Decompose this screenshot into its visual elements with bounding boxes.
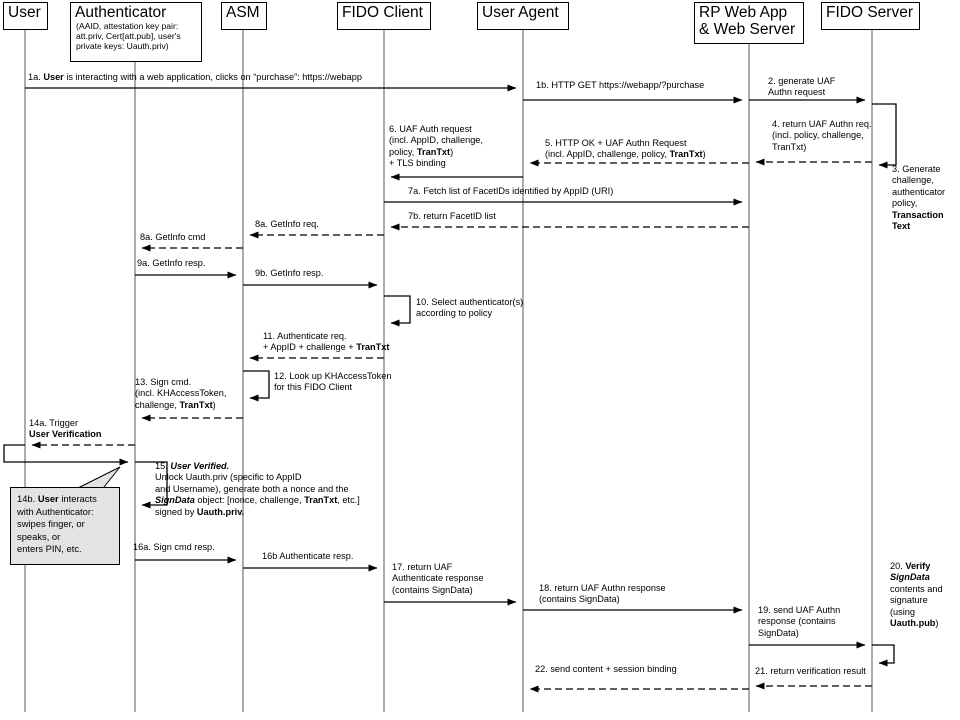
message-label-22: 22. send content + session binding — [535, 664, 677, 674]
message-label-7a: 7a. Fetch list of FacetIDs identified by… — [408, 186, 614, 196]
message-label-17: 17. return UAF Authenticate response (co… — [392, 562, 484, 595]
message-label-8a-req: 8a. GetInfo req. — [255, 219, 319, 229]
message-arrow-group — [3, 84, 897, 693]
message-label-15: 15. User Verified.Unlock Uauth.priv (spe… — [155, 461, 360, 517]
participant-name-auth: Authenticator — [75, 4, 167, 21]
participant-box-useragent[interactable]: User Agent — [477, 2, 569, 30]
message-label-19: 19. send UAF Authn response (contains Si… — [758, 605, 841, 638]
self-message-20 — [872, 644, 895, 667]
participant-box-rpweb[interactable]: RP Web App & Web Server — [694, 2, 804, 44]
message-label-9b: 9b. GetInfo resp. — [255, 268, 324, 278]
message-label-7b: 7b. return FacetID list — [408, 211, 496, 221]
participant-box-fidosrv[interactable]: FIDO Server — [821, 2, 920, 30]
participant-name-user: User — [8, 4, 41, 21]
message-label-16b: 16b Authenticate resp. — [262, 551, 354, 561]
message-label-1a: 1a. User is interacting with a web appli… — [28, 72, 363, 82]
participant-box-user[interactable]: User — [3, 2, 48, 30]
participant-name-useragent: User Agent — [482, 4, 559, 21]
self-message-3 — [872, 103, 897, 169]
participant-box-auth[interactable]: Authenticator(AAID, attestation key pair… — [70, 2, 202, 62]
message-label-9a: 9a. GetInfo resp. — [137, 258, 206, 268]
message-label-1b: 1b. HTTP GET https://webapp/?purchase — [536, 80, 705, 90]
participant-name-asm: ASM — [226, 4, 260, 21]
participant-detail-auth: (AAID, attestation key pair: att.priv, C… — [76, 21, 181, 52]
message-label-21: 21. return verification result — [755, 666, 866, 676]
message-label-5: 5. HTTP OK + UAF Authn Request(incl. App… — [545, 138, 706, 160]
participant-box-fidocli[interactable]: FIDO Client — [337, 2, 431, 30]
message-label-12: 12. Look up KHAccessToken for this FIDO … — [274, 371, 392, 393]
participant-name-rpweb: RP Web App & Web Server — [699, 4, 796, 38]
participant-name-fidocli: FIDO Client — [342, 4, 423, 21]
self-message-15 — [135, 461, 168, 509]
participant-name-fidosrv: FIDO Server — [826, 4, 913, 21]
message-label-18: 18. return UAF Authn response (contains … — [539, 583, 666, 605]
message-label-10: 10. Select authenticator(s) according to… — [416, 297, 524, 319]
message-label-4: 4. return UAF Authn req. (incl. policy, … — [772, 119, 872, 152]
message-label-2: 2. generate UAF Authn request — [768, 76, 836, 98]
self-message-12 — [243, 370, 270, 402]
participant-box-asm[interactable]: ASM — [221, 2, 267, 30]
message-label-16a: 16a. Sign cmd resp. — [133, 542, 215, 552]
self-message-10 — [384, 295, 411, 327]
message-label-6: 6. UAF Auth request(incl. AppID, challen… — [389, 124, 483, 169]
message-label-11: 11. Authenticate req.+ AppID + challenge… — [263, 331, 390, 353]
message-label-13: 13. Sign cmd.(incl. KHAccessToken,challe… — [135, 377, 227, 410]
self-message-14b-loop — [3, 444, 129, 466]
message-label-8a-cmd: 8a. GetInfo cmd — [140, 232, 206, 242]
